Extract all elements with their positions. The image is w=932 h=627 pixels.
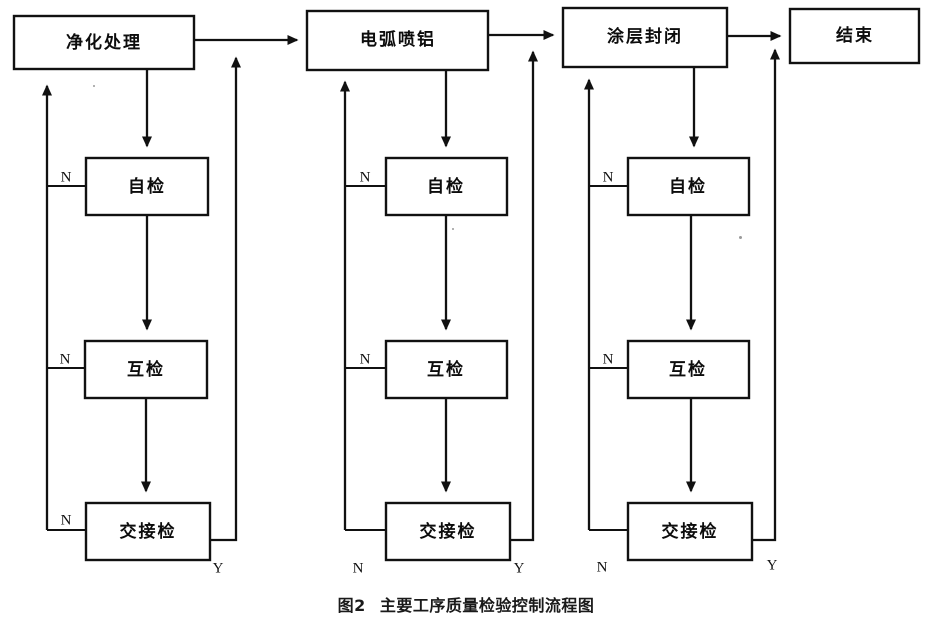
inspect-label-stage-1-jiaojiejian: 交接检 [120,521,177,541]
branch-label-stage1-jiaojiejian-n: N [61,512,72,528]
branch-label-stage2-hujian-n: N [360,351,371,367]
inspect-label-stage-3-hujian: 互检 [669,359,707,379]
process-label-stage-1: 净化处理 [66,32,142,52]
branch-label-stage2-zijian-n: N [360,169,371,185]
process-label-stage-3: 涂层封闭 [607,26,683,46]
inspect-box-stage-1-jiaojiejian[interactable] [84,501,212,562]
branch-label-stage3-jiaojiejian-n: N [597,559,608,575]
edge-stage3-pass-rail [752,48,780,542]
inspect-box-stage-3-zijian[interactable] [626,156,751,217]
stage-2-group: 电弧喷铝 自检 互检 交接检 N N N Y [305,9,555,576]
inspect-box-stage-3-jiaojiejian[interactable] [626,501,754,562]
scan-speck [739,236,742,239]
branch-label-stage3-zijian-n: N [603,169,614,185]
branch-label-stage1-hujian-n: N [60,351,71,367]
inspect-label-stage-2-hujian: 互检 [427,359,465,379]
branch-label-stage2-y: Y [514,560,525,576]
branch-label-stage1-y: Y [213,560,224,576]
branch-label-stage3-hujian-n: N [603,351,614,367]
edge-stage1-pass-rail [210,56,241,542]
end-node-group: 结束 [788,7,921,65]
process-box-stage-3[interactable] [561,6,729,69]
process-box-stage-2[interactable] [305,9,490,72]
inspect-box-stage-3-hujian[interactable] [626,339,751,400]
inspect-label-stage-2-zijian: 自检 [427,176,465,196]
edge-stage2-pass-rail [510,50,538,542]
end-box[interactable] [788,7,921,65]
inspect-box-stage-2-jiaojiejian[interactable] [384,501,512,562]
process-box-stage-1[interactable] [12,14,196,71]
branch-label-stage2-jiaojiejian-n: N [353,560,364,576]
branch-label-stage3-y: Y [767,557,778,573]
figure-caption: 图2 主要工序质量检验控制流程图 [0,592,932,616]
figure-caption-text: 主要工序质量检验控制流程图 [379,596,595,615]
stage-3-group: 涂层封闭 自检 互检 交接检 N N N Y [561,6,782,575]
process-label-stage-2: 电弧喷铝 [360,29,436,49]
inspect-label-stage-3-zijian: 自检 [669,176,707,196]
figure-caption-number: 图2 [337,596,366,615]
inspect-box-stage-2-hujian[interactable] [384,339,509,400]
stage-1-group: 净化处理 自检 互检 交接检 N N N [12,14,299,576]
inspect-label-stage-2-jiaojiejian: 交接检 [420,521,477,541]
scan-speck [93,85,95,87]
branch-label-stage1-zijian-n: N [61,169,72,185]
inspect-label-stage-1-hujian: 互检 [127,359,165,379]
inspect-label-stage-1-zijian: 自检 [128,176,166,196]
inspect-label-stage-3-jiaojiejian: 交接检 [662,521,719,541]
end-label: 结束 [836,25,874,45]
inspect-box-stage-1-hujian[interactable] [83,339,209,400]
scan-speck [452,228,454,230]
